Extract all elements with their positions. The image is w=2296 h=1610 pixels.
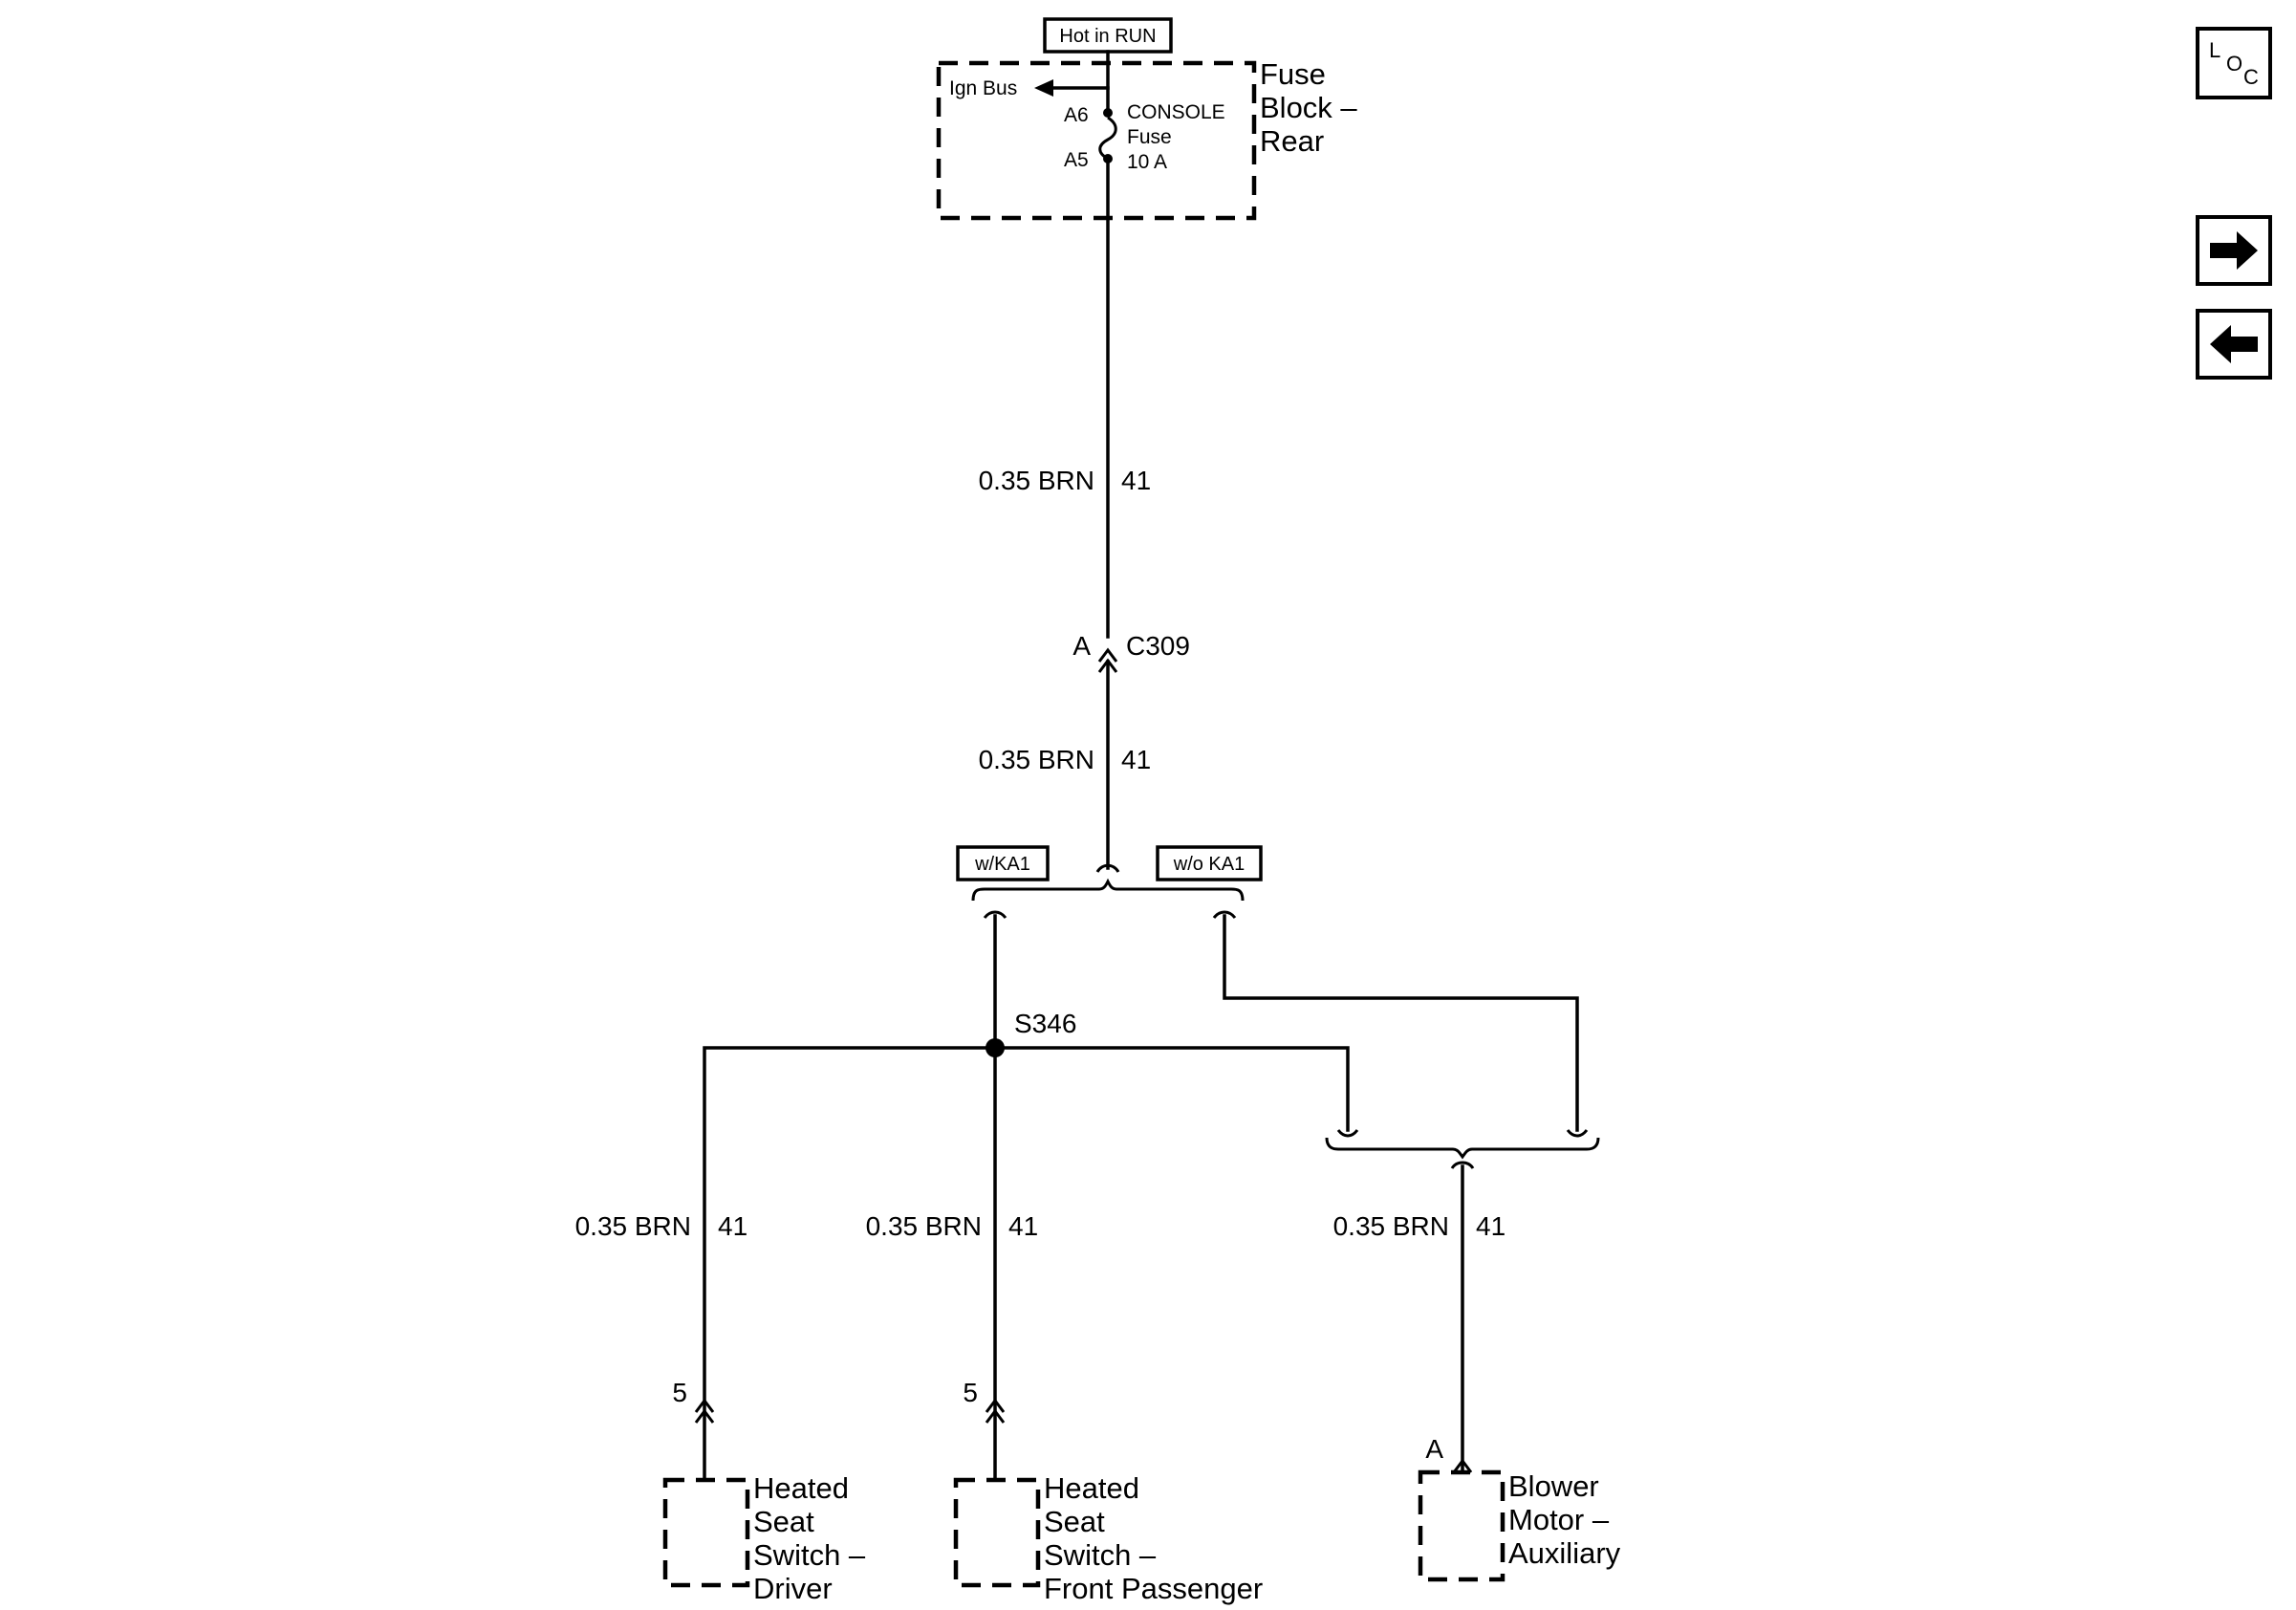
c309-name-label: C309: [1126, 631, 1190, 661]
blower-name-line-1: Blower: [1508, 1469, 1599, 1503]
arrow-left-icon: [2210, 325, 2258, 363]
option-split-hook: [1095, 863, 1120, 873]
driver-name-line-4: Driver: [753, 1572, 833, 1605]
fuse-symbol: [1098, 116, 1117, 161]
passenger-connector-chevron-upper: [985, 1398, 1006, 1413]
without-ka1-branch-hook: [1212, 910, 1237, 919]
pin-a5-label: A5: [1064, 149, 1089, 171]
driver-name-line-1: Heated: [753, 1471, 849, 1505]
with-ka1-branch-hook: [983, 910, 1007, 919]
passenger-name-line-4: Front Passenger: [1044, 1572, 1263, 1605]
fuse-block-outline: [936, 60, 1257, 221]
wire-top-gauge: 0.35 BRN: [979, 466, 1094, 495]
loc-letter-l: L: [2209, 38, 2220, 62]
fuse-block-name-line-3: Rear: [1260, 124, 1324, 158]
blower-name-line-3: Auxiliary: [1508, 1536, 1621, 1570]
forward-button[interactable]: [2196, 215, 2272, 286]
option-merge-blower: [1325, 1129, 1600, 1169]
driver-connector-chevron-lower: [694, 1408, 715, 1424]
merge-hook-without: [1566, 1129, 1589, 1138]
option-with-ka1-box: [956, 845, 1050, 881]
passenger-name-line-1: Heated: [1044, 1471, 1139, 1505]
loc-letter-o: O: [2226, 52, 2242, 76]
splice-s346-label: S346: [1014, 1009, 1076, 1038]
blower-connector-chevron: [1452, 1458, 1473, 1473]
driver-pin-label: 5: [672, 1378, 687, 1407]
ign-bus-label: Ign Bus: [949, 77, 1017, 99]
driver-component-outline: [662, 1477, 750, 1588]
merge-bracket: [1325, 1137, 1600, 1160]
passenger-name-line-2: Seat: [1044, 1505, 1105, 1538]
loc-letter-c: C: [2243, 65, 2259, 89]
passenger-pin-label: 5: [963, 1378, 978, 1407]
blower-pin-label: A: [1425, 1434, 1443, 1464]
driver-connector-chevron-upper: [694, 1398, 715, 1413]
option-with-ka1-label: w/KA1: [974, 854, 1030, 875]
wire-without-ka1-route: [1223, 914, 1579, 1132]
c309-pin-label: A: [1072, 631, 1091, 661]
blower-component-outline: [1418, 1469, 1505, 1582]
passenger-connector-chevron-lower: [985, 1408, 1006, 1424]
blower-name-line-2: Motor –: [1508, 1503, 1610, 1536]
c309-chevron-upper: [1097, 647, 1118, 663]
connector-c309: A C309: [1072, 631, 1190, 673]
fuse-block-rear: Hot in RUN Ign Bus A6 A5 CONSOLE Fuse 10…: [936, 17, 1357, 221]
wire-passenger-circuit: 41: [1008, 1211, 1038, 1241]
blower-motor-auxiliary: A Blower Motor – Auxiliary: [1418, 1434, 1621, 1582]
back-button[interactable]: [2196, 309, 2272, 380]
wire-blower-gauge: 0.35 BRN: [1333, 1211, 1449, 1241]
fuse-name-label: CONSOLE: [1127, 101, 1225, 123]
fuse-rating-label: 10 A: [1127, 151, 1167, 173]
heated-seat-switch-front-passenger: 5 Heated Seat Switch – Front Passenger: [953, 1378, 1263, 1605]
wire-driver-circuit: 41: [718, 1211, 747, 1241]
ign-bus-arrow-icon: [1034, 79, 1053, 97]
wire-passenger-gauge: 0.35 BRN: [866, 1211, 982, 1241]
wire-splice-bus: [703, 1046, 1350, 1482]
arrow-right-icon: [2210, 231, 2258, 270]
loc-button[interactable]: L O C: [2196, 27, 2272, 99]
driver-name-line-2: Seat: [753, 1505, 814, 1538]
hot-in-run-label: Hot in RUN: [1059, 26, 1156, 47]
fuse-block-name-line-2: Block –: [1260, 91, 1357, 124]
fuse-word-label: Fuse: [1127, 126, 1172, 148]
fuse-pin-a6-dot: [1103, 108, 1113, 118]
wire-blower-circuit: 41: [1476, 1211, 1505, 1241]
wire-top-circuit: 41: [1121, 466, 1151, 495]
wire-driver-gauge: 0.35 BRN: [575, 1211, 691, 1241]
passenger-component-outline: [953, 1477, 1041, 1588]
wire-below-c309-circuit: 41: [1121, 745, 1151, 774]
option-split-bracket: [971, 878, 1245, 902]
wire-below-c309-gauge: 0.35 BRN: [979, 745, 1094, 774]
option-split-ka1: w/KA1 w/o KA1: [956, 845, 1263, 919]
option-without-ka1-label: w/o KA1: [1173, 854, 1245, 875]
fuse-block-name-line-1: Fuse: [1260, 57, 1326, 91]
merge-output-hook: [1450, 1161, 1475, 1169]
loc-button-frame: [2196, 27, 2272, 99]
pin-a6-label: A6: [1064, 104, 1089, 126]
heated-seat-switch-driver: 5 Heated Seat Switch – Driver: [662, 1378, 866, 1605]
passenger-name-line-3: Switch –: [1044, 1538, 1157, 1572]
option-without-ka1-box: [1156, 845, 1263, 881]
driver-name-line-3: Switch –: [753, 1538, 866, 1572]
merge-hook-with: [1336, 1129, 1359, 1138]
